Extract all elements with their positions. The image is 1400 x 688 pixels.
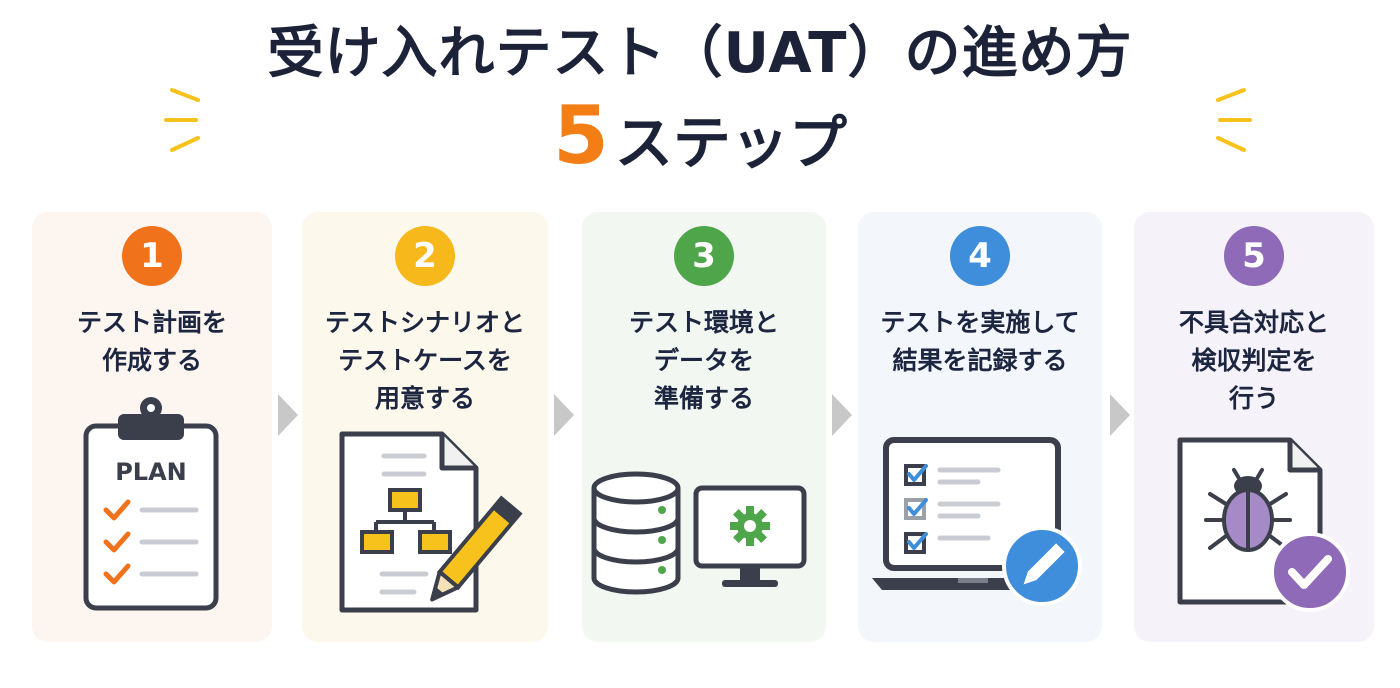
step-badge-2: 2: [395, 226, 455, 286]
step-5-line-2: 検収判定を: [1191, 346, 1317, 375]
step-label-1: テスト計画を 作成する: [32, 304, 272, 380]
chevron-right-icon: [278, 394, 298, 436]
step-5-line-3: 行う: [1228, 384, 1279, 413]
plan-text: PLAN: [115, 458, 187, 486]
chevron-right-icon: [832, 394, 852, 436]
step-3-line-3: 準備する: [653, 384, 754, 413]
document-flowchart-pencil-icon: [339, 431, 523, 613]
step-4-line-1: テストを実施して: [880, 308, 1080, 337]
step-badge-4: 4: [950, 226, 1010, 286]
step-count: 5: [553, 89, 609, 182]
sparkle-right-icon: [1216, 88, 1252, 152]
laptop-checklist-edit-icon: [872, 437, 1082, 606]
step-card-5: 5 不具合対応と 検収判定を 行う: [1134, 212, 1374, 642]
step-3-line-2: データを: [653, 346, 754, 375]
clipboard-plan-icon: PLAN: [83, 397, 219, 611]
step-3-line-1: テスト環境と: [628, 308, 779, 337]
step-1-line-2: 作成する: [101, 346, 202, 375]
step-4-line-2: 結果を記録する: [892, 346, 1068, 375]
database-monitor-gear-icon: [591, 471, 807, 595]
step-card-3: 3 テスト環境と データを 準備する: [582, 212, 826, 642]
step-2-line-3: 用意する: [374, 384, 475, 413]
step-card-2: 2 テストシナリオと テストケースを 用意する: [302, 212, 548, 642]
chevron-right-icon: [554, 394, 574, 436]
step-label-2: テストシナリオと テストケースを 用意する: [302, 304, 548, 418]
step-label-5: 不具合対応と 検収判定を 行う: [1134, 304, 1374, 418]
step-label-3: テスト環境と データを 準備する: [582, 304, 826, 418]
step-suffix: ステップ: [614, 109, 847, 177]
step-2-line-1: テストシナリオと: [324, 308, 525, 337]
step-1-line-1: テスト計画を: [76, 308, 227, 337]
step-badge-1: 1: [122, 226, 182, 286]
step-label-4: テストを実施して 結果を記録する: [858, 304, 1102, 380]
sparkle-left-icon: [164, 88, 200, 152]
step-badge-3: 3: [674, 226, 734, 286]
step-5-line-1: 不具合対応と: [1178, 308, 1329, 337]
step-card-4: 4 テストを実施して 結果を記録する: [858, 212, 1102, 642]
document-bug-check-icon: [1177, 437, 1350, 612]
step-card-1: 1 テスト計画を 作成する PLAN: [32, 212, 272, 642]
step-badge-5: 5: [1224, 226, 1284, 286]
page-title: 受け入れテスト（UAT）の進め方: [267, 21, 1133, 86]
step-2-line-2: テストケースを: [338, 346, 512, 375]
chevron-right-icon: [1110, 394, 1130, 436]
